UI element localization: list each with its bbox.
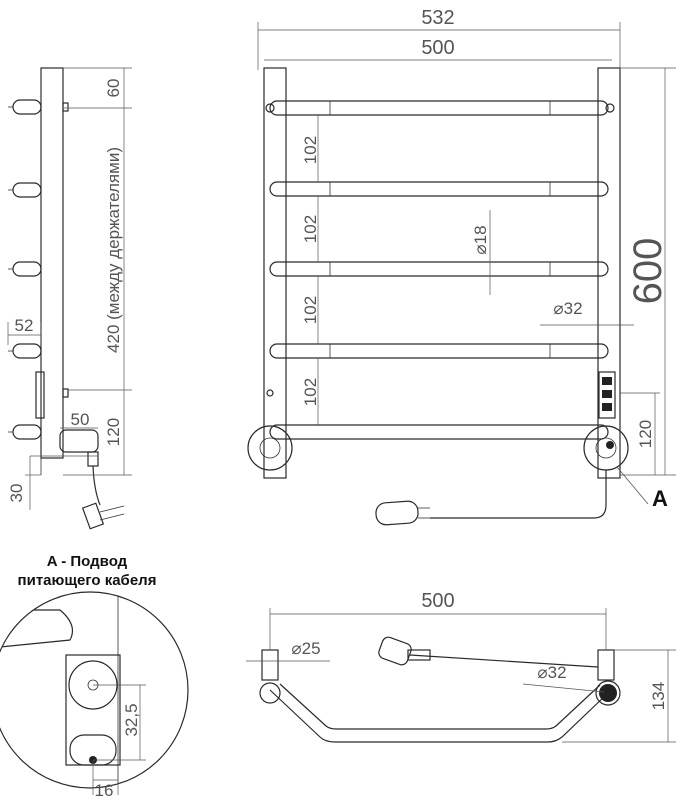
- front-dim-102-2: 102: [301, 215, 320, 243]
- top-view: 500 ⌀25 ⌀32 134: [246, 590, 676, 743]
- side-dim-30: 30: [7, 484, 26, 503]
- side-brackets: [8, 99, 42, 440]
- detail-dim-32-5: 32,5: [122, 703, 141, 736]
- side-dim-420: 420 (между держателями): [104, 147, 123, 353]
- front-dim-600: 600: [626, 238, 670, 305]
- front-dim-102-1: 102: [301, 136, 320, 164]
- top-dim-d25: ⌀25: [291, 639, 320, 658]
- side-dim-120: 120: [104, 418, 123, 446]
- top-dim-134: 134: [649, 682, 668, 710]
- detail-a-title-2: питающего кабеля: [18, 572, 157, 589]
- front-dim-500: 500: [421, 37, 454, 59]
- top-dim-d32: ⌀32: [537, 663, 566, 682]
- front-callout-a: A: [652, 486, 668, 511]
- front-view: 532 500 600 102 102 102 102 ⌀18 ⌀32 120 …: [247, 7, 676, 526]
- side-dim-50: 50: [71, 410, 90, 429]
- detail-a-title-1: A - Подвод: [47, 553, 128, 570]
- front-dim-102-4: 102: [301, 378, 320, 406]
- side-view: 60 420 (между держателями) 120 52 50 30: [7, 67, 132, 530]
- front-bars: [269, 100, 609, 440]
- front-dim-102-3: 102: [301, 296, 320, 324]
- side-dim-52: 52: [15, 316, 34, 335]
- front-dim-d18: ⌀18: [471, 225, 490, 254]
- top-dim-500: 500: [421, 590, 454, 612]
- side-dim-60: 60: [104, 79, 123, 98]
- front-dim-532: 532: [421, 7, 454, 29]
- front-dim-120: 120: [636, 420, 655, 448]
- front-dim-d32: ⌀32: [553, 299, 582, 318]
- detail-dim-16: 16: [95, 781, 114, 800]
- detail-a: A - Подвод питающего кабеля 32,5 16: [0, 553, 189, 800]
